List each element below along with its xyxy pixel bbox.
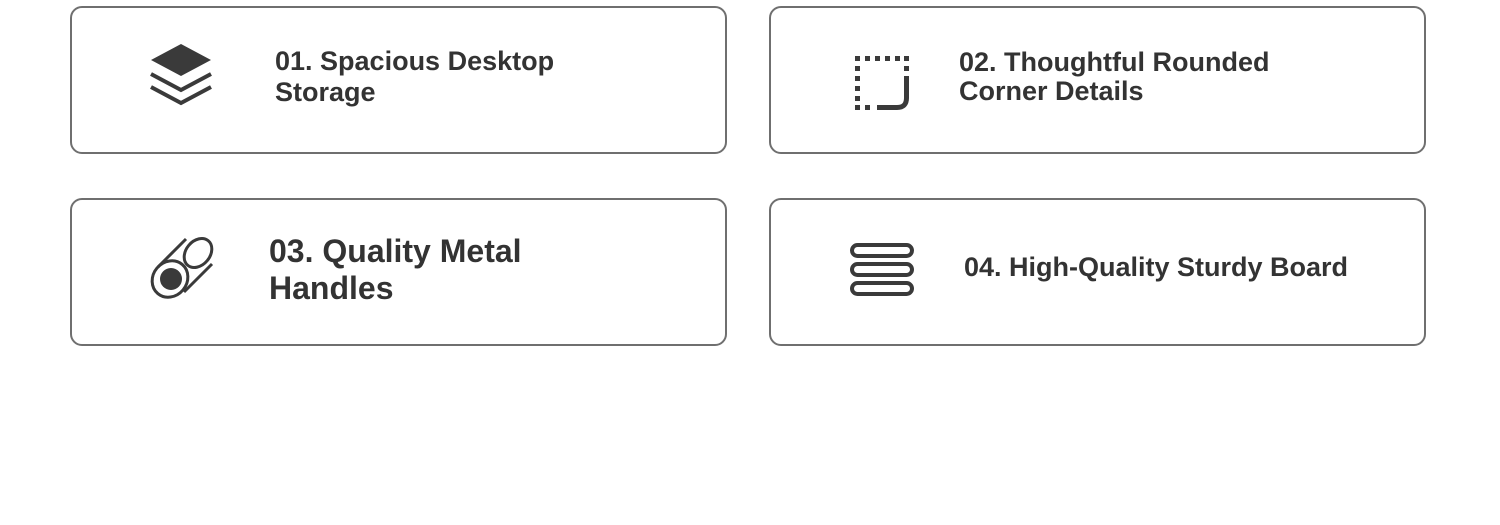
stacked-boards-icon: [850, 243, 914, 296]
feature-card-1: 01. Spacious Desktop Storage: [70, 6, 727, 154]
feature-title: 04. High-Quality Sturdy Board: [964, 252, 1349, 282]
feature-title: 02. Thoughtful Rounded Corner Details: [959, 47, 1270, 106]
feature-title: 03. Quality Metal Handles: [269, 233, 522, 306]
feature-card-3: 03. Quality Metal Handles: [70, 198, 727, 346]
feature-card-2: 02. Thoughtful Rounded Corner Details: [769, 6, 1426, 154]
metal-tube-icon: [150, 237, 214, 299]
feature-title: 01. Spacious Desktop Storage: [275, 46, 555, 107]
feature-card-4: 04. High-Quality Sturdy Board: [769, 198, 1426, 346]
layers-icon: [150, 44, 212, 106]
rounded-corner-icon: [855, 56, 909, 110]
